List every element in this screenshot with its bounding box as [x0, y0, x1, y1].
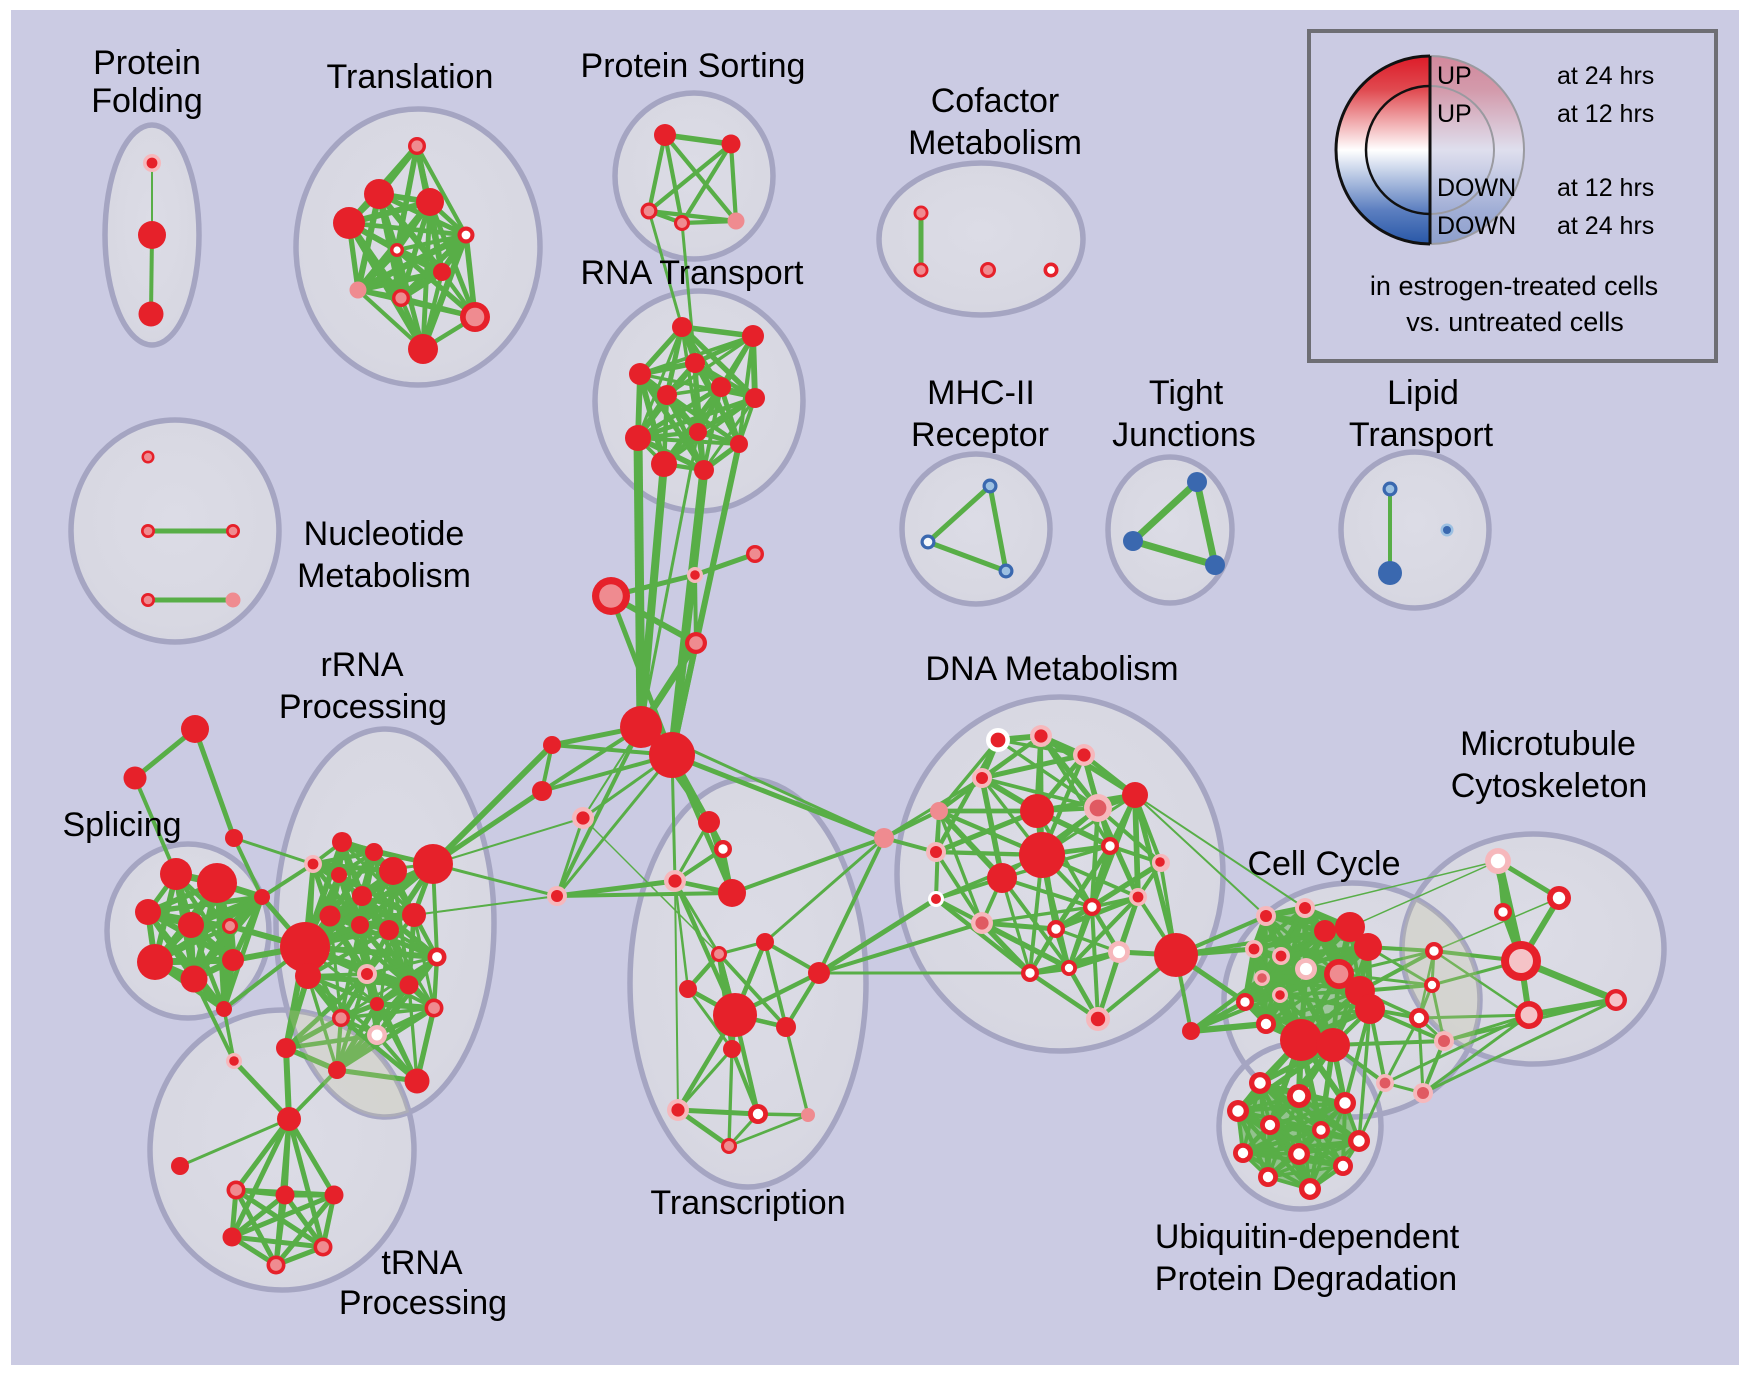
svg-text:Protein Degradation: Protein Degradation: [1155, 1260, 1457, 1298]
svg-text:Processing: Processing: [339, 1284, 507, 1322]
svg-text:at 12 hrs: at 12 hrs: [1557, 100, 1654, 128]
svg-text:Tight: Tight: [1149, 374, 1224, 412]
svg-text:RNA Transport: RNA Transport: [581, 254, 805, 292]
svg-text:Protein Sorting: Protein Sorting: [581, 47, 806, 85]
svg-text:Cytoskeleton: Cytoskeleton: [1451, 767, 1648, 805]
svg-text:at 12 hrs: at 12 hrs: [1557, 174, 1654, 202]
svg-text:Metabolism: Metabolism: [297, 557, 471, 595]
svg-text:DOWN: DOWN: [1437, 212, 1516, 240]
svg-text:Lipid: Lipid: [1387, 374, 1459, 412]
svg-text:UP: UP: [1437, 62, 1472, 90]
svg-text:Cell Cycle: Cell Cycle: [1247, 845, 1400, 883]
svg-text:Protein: Protein: [93, 44, 201, 82]
svg-text:Transport: Transport: [1349, 416, 1494, 454]
svg-text:Nucleotide: Nucleotide: [304, 515, 465, 553]
svg-text:Folding: Folding: [91, 82, 203, 120]
svg-text:rRNA: rRNA: [320, 646, 403, 684]
svg-text:Processing: Processing: [279, 688, 447, 726]
svg-text:Ubiquitin-dependent: Ubiquitin-dependent: [1155, 1218, 1460, 1256]
svg-text:Junctions: Junctions: [1112, 416, 1256, 454]
svg-text:Translation: Translation: [327, 58, 494, 96]
svg-text:at 24 hrs: at 24 hrs: [1557, 62, 1654, 90]
svg-text:Metabolism: Metabolism: [908, 124, 1082, 162]
svg-text:Cofactor: Cofactor: [931, 82, 1060, 120]
svg-text:Transcription: Transcription: [650, 1184, 845, 1222]
svg-text:MHC-II: MHC-II: [927, 374, 1035, 412]
svg-text:Receptor: Receptor: [911, 416, 1049, 454]
svg-text:at 24 hrs: at 24 hrs: [1557, 212, 1654, 240]
svg-text:UP: UP: [1437, 100, 1472, 128]
svg-text:in estrogen-treated cells: in estrogen-treated cells: [1370, 271, 1658, 301]
svg-text:vs. untreated cells: vs. untreated cells: [1406, 307, 1624, 337]
svg-text:DNA Metabolism: DNA Metabolism: [925, 650, 1178, 688]
svg-text:DOWN: DOWN: [1437, 174, 1516, 202]
svg-text:Splicing: Splicing: [62, 806, 181, 844]
svg-text:tRNA: tRNA: [381, 1244, 463, 1282]
svg-text:Microtubule: Microtubule: [1460, 725, 1636, 763]
